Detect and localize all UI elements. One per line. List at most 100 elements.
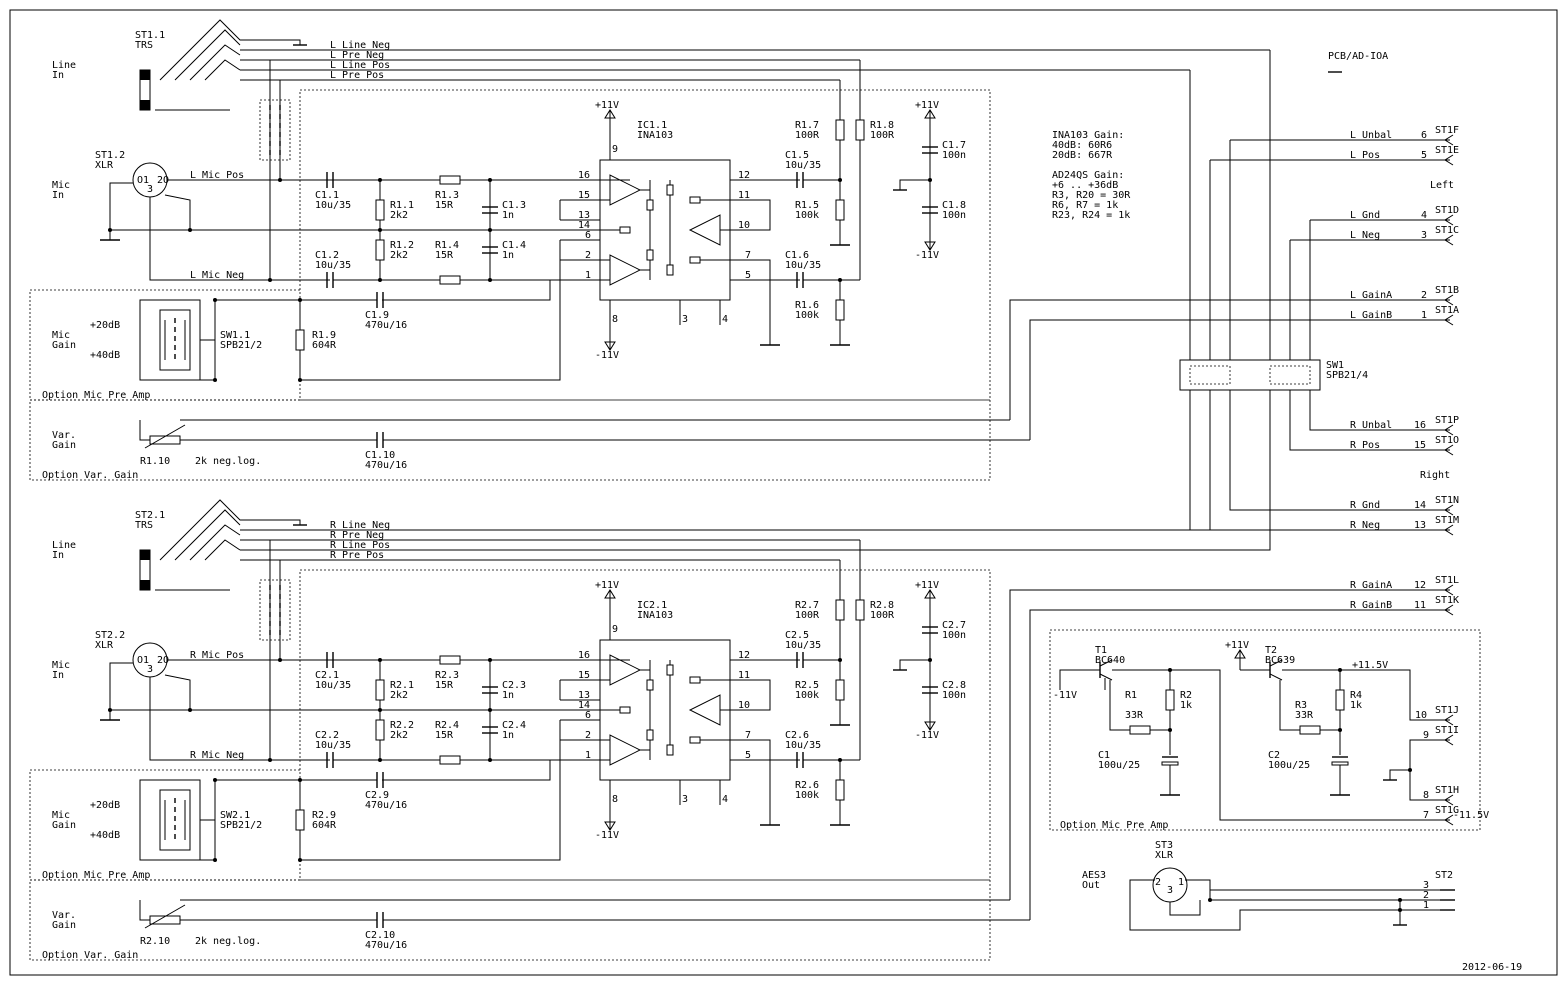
pin-13: 13 bbox=[578, 210, 590, 221]
st1-pin-ref: ST1F bbox=[1435, 125, 1459, 136]
psu-r2-val: 1k bbox=[1180, 700, 1192, 711]
note-ad-range: +6 .. +36dB bbox=[1052, 180, 1118, 191]
r1-val: 2k2 bbox=[390, 690, 408, 701]
r5-val: 100k bbox=[795, 690, 819, 701]
c5-ref: C2.5 bbox=[785, 630, 809, 641]
st1-pin-net: R_Neg bbox=[1350, 520, 1380, 531]
pin-12: 12 bbox=[738, 170, 750, 181]
psu-option-label: Option Mic Pre Amp bbox=[1060, 820, 1168, 831]
st1-pin-number: 1 bbox=[1421, 310, 1427, 321]
r4-val: 15R bbox=[435, 250, 454, 261]
side-right-label: Right bbox=[1420, 470, 1450, 481]
option-var-label: Option Var. Gain bbox=[42, 470, 138, 481]
pin-11: 11 bbox=[738, 670, 750, 681]
r5-ref: R2.5 bbox=[795, 680, 819, 691]
sw-type: SPB21/2 bbox=[220, 340, 262, 351]
r8-ref: R2.8 bbox=[870, 600, 894, 611]
pin-4: 4 bbox=[722, 314, 728, 325]
pin-7: 7 bbox=[745, 250, 751, 261]
r9-val: 604R bbox=[312, 820, 337, 831]
st1-pin-ref: ST1L bbox=[1435, 575, 1459, 586]
pin-13: 13 bbox=[578, 690, 590, 701]
ic-ref: IC1.1 bbox=[637, 120, 667, 131]
r5-val: 100k bbox=[795, 210, 819, 221]
r7-ref: R1.7 bbox=[795, 120, 819, 131]
t1-type: BC640 bbox=[1095, 655, 1125, 666]
net-mic-pos: R_Mic_Pos bbox=[190, 650, 244, 661]
c8-val: 100n bbox=[942, 690, 966, 701]
aes-ref: ST3 bbox=[1155, 840, 1173, 851]
pot-ref: R2.10 bbox=[140, 936, 170, 947]
ic-vplus: +11V bbox=[595, 100, 619, 111]
sw-ref: SW2.1 bbox=[220, 810, 250, 821]
pin-6: 6 bbox=[585, 230, 591, 241]
line-in-label-2: In bbox=[52, 550, 64, 561]
channel-right: ST2.1 TRS Line In R_Line_Neg R_Pre_Neg R… bbox=[29, 499, 1450, 961]
gain-40db: +40dB bbox=[90, 350, 120, 361]
net-line-pos: L_Line_Pos bbox=[330, 60, 390, 71]
net-mic-neg: R_Mic_Neg bbox=[190, 750, 244, 761]
r3-ref: R2.3 bbox=[435, 670, 459, 681]
pin-8: 8 bbox=[612, 794, 618, 805]
pin-3: 3 bbox=[682, 794, 688, 805]
dec-vminus: -11V bbox=[915, 250, 939, 261]
svg-text:2O: 2O bbox=[157, 655, 169, 666]
gain-switch bbox=[139, 779, 201, 861]
psu-p11: +11V bbox=[1225, 640, 1249, 651]
connector-pin-icon bbox=[1444, 524, 1454, 536]
psu-c1-val: 100u/25 bbox=[1098, 760, 1140, 771]
r3-val: 15R bbox=[435, 680, 454, 691]
c10-ref: C2.10 bbox=[365, 930, 395, 941]
st1-pin-number: 3 bbox=[1421, 230, 1427, 241]
r2-ref: R2.2 bbox=[390, 720, 414, 731]
ic-vminus: -11V bbox=[595, 350, 619, 361]
c9-val: 470u/16 bbox=[365, 320, 407, 331]
option-box bbox=[299, 89, 991, 401]
psu-m115: -11.5V bbox=[1453, 810, 1489, 821]
st1-pin-net: R_GainB bbox=[1350, 600, 1392, 611]
pin-3: 3 bbox=[682, 314, 688, 325]
c2-ref: C1.2 bbox=[315, 250, 339, 261]
option-pre-label: Option Mic Pre Amp bbox=[42, 870, 150, 881]
option-pre-label: Option Mic Pre Amp bbox=[42, 390, 150, 401]
sw1-type: SPB21/4 bbox=[1326, 370, 1368, 381]
gain-switch bbox=[139, 299, 201, 381]
note-ad-r23: R23, R24 = 1k bbox=[1052, 210, 1130, 221]
sw-ref: SW1.1 bbox=[220, 330, 250, 341]
mic-in-label: Mic bbox=[52, 180, 70, 191]
aes-label: AES3 bbox=[1082, 870, 1106, 881]
pin-14: 14 bbox=[578, 220, 590, 231]
aes-pin3: 3 bbox=[1423, 880, 1429, 891]
var-gain-label-2: Gain bbox=[52, 920, 76, 931]
option-box bbox=[299, 569, 991, 881]
st1-pin-number: 5 bbox=[1421, 150, 1427, 161]
svg-text:3: 3 bbox=[147, 664, 153, 675]
svg-text:2O: 2O bbox=[157, 175, 169, 186]
mic-gain-label-2: Gain bbox=[52, 340, 76, 351]
r1-ref: R1.1 bbox=[390, 200, 414, 211]
st1-pin-ref: ST1P bbox=[1435, 415, 1459, 426]
st1-pin-net: L_Unbal bbox=[1350, 130, 1392, 141]
r6-ref: R1.6 bbox=[795, 300, 819, 311]
net-pre-pos: R_Pre_Pos bbox=[330, 550, 384, 561]
t2-type: BC639 bbox=[1265, 655, 1295, 666]
st1-pin-number: 13 bbox=[1414, 520, 1426, 531]
r2-val: 2k2 bbox=[390, 250, 408, 261]
c6-val: 10u/35 bbox=[785, 740, 821, 751]
st1-pin-net: L_GainA bbox=[1350, 290, 1392, 301]
connector-pin-icon bbox=[1444, 134, 1454, 146]
psu-pin7: 7 bbox=[1423, 810, 1429, 821]
svg-text:O1: O1 bbox=[137, 175, 149, 186]
psu-c1-ref: C1 bbox=[1098, 750, 1110, 761]
psu-st1g: ST1G bbox=[1435, 805, 1459, 816]
trs-type: TRS bbox=[135, 520, 153, 531]
psu-m11: -11V bbox=[1053, 690, 1077, 701]
st1-pin-number: 2 bbox=[1421, 290, 1427, 301]
connector-pin-icon bbox=[1444, 444, 1454, 456]
c9-val: 470u/16 bbox=[365, 800, 407, 811]
